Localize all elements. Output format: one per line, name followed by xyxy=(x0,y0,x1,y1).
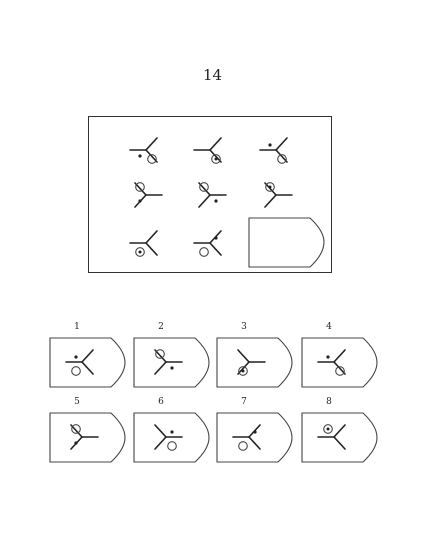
dot-icon xyxy=(214,236,218,240)
matrix-cell xyxy=(125,129,167,171)
answer-option-8[interactable] xyxy=(301,412,379,464)
option-number: 3 xyxy=(241,322,247,332)
y-figure xyxy=(65,349,94,376)
matrix-cell xyxy=(189,174,231,216)
inner-dot-icon xyxy=(268,185,272,189)
dot-icon xyxy=(138,199,142,203)
inner-dot-icon xyxy=(326,427,330,431)
y-figure xyxy=(154,349,183,375)
dotted-circle-icon xyxy=(211,154,221,164)
circle-icon xyxy=(335,366,345,376)
y-figure xyxy=(259,137,288,164)
matrix-cell xyxy=(255,129,297,171)
inner-dot-icon xyxy=(214,157,218,161)
circle-icon xyxy=(277,154,287,164)
dotted-circle-icon xyxy=(323,424,333,434)
problem-number: 14 xyxy=(202,66,223,84)
answer-option-4[interactable] xyxy=(301,337,379,389)
circle-icon xyxy=(155,349,165,359)
circle-icon xyxy=(199,247,209,257)
circle-icon xyxy=(71,424,81,434)
circle-icon xyxy=(238,441,248,451)
dotted-circle-icon xyxy=(135,247,145,257)
y-figure xyxy=(317,424,346,450)
answer-slot[interactable] xyxy=(248,217,325,268)
y-figure xyxy=(134,182,163,208)
y-figure xyxy=(70,424,99,450)
option-number: 4 xyxy=(326,322,332,332)
answer-option-2[interactable] xyxy=(133,337,211,389)
circle-icon xyxy=(147,154,157,164)
dot-icon xyxy=(170,430,174,434)
y-figure xyxy=(193,137,222,164)
y-figure xyxy=(237,349,266,376)
dot-icon xyxy=(268,143,272,147)
y-figure xyxy=(198,182,227,208)
answer-option-7[interactable] xyxy=(216,412,294,464)
matrix-cell xyxy=(255,174,297,216)
dot-icon xyxy=(74,441,78,445)
answer-option-5[interactable] xyxy=(49,412,127,464)
y-figure xyxy=(193,230,222,257)
answer-option-6[interactable] xyxy=(133,412,211,464)
dotted-circle-icon xyxy=(238,366,248,376)
matrix-frame xyxy=(88,116,332,273)
y-figure xyxy=(317,349,346,376)
matrix-cell xyxy=(125,174,167,216)
circle-icon xyxy=(135,182,145,192)
y-figure xyxy=(129,137,158,164)
circle-icon xyxy=(167,441,177,451)
circle-icon xyxy=(71,366,81,376)
option-number: 8 xyxy=(326,397,332,407)
dotted-circle-icon xyxy=(265,182,275,192)
matrix-cell xyxy=(189,129,231,171)
dot-icon xyxy=(253,430,257,434)
answer-option-1[interactable] xyxy=(49,337,127,389)
y-figure xyxy=(232,424,261,451)
option-number: 6 xyxy=(158,397,164,407)
y-figure xyxy=(264,182,293,208)
circle-icon xyxy=(199,182,209,192)
option-number: 7 xyxy=(241,397,247,407)
inner-dot-icon xyxy=(241,369,245,373)
inner-dot-icon xyxy=(138,250,142,254)
dot-icon xyxy=(74,355,78,359)
matrix-cell xyxy=(125,222,167,264)
y-figure xyxy=(154,424,183,451)
matrix-cell xyxy=(189,222,231,264)
dot-icon xyxy=(138,154,142,158)
option-number: 5 xyxy=(74,397,80,407)
dot-icon xyxy=(326,355,330,359)
option-number: 1 xyxy=(74,322,80,332)
dot-icon xyxy=(214,199,218,203)
y-figure xyxy=(129,230,158,257)
answer-option-3[interactable] xyxy=(216,337,294,389)
dot-icon xyxy=(170,366,174,370)
option-number: 2 xyxy=(158,322,164,332)
